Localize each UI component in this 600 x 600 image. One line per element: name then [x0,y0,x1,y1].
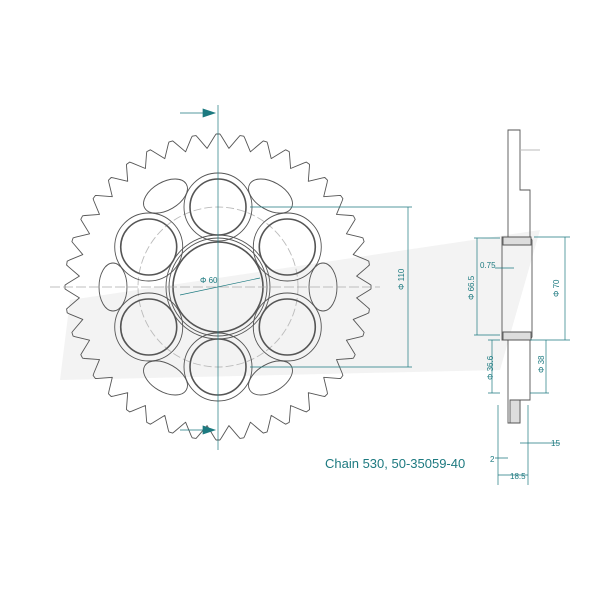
part-caption: Chain 530, 50-35059-40 [325,456,466,471]
dim-offset: 2 [490,455,495,464]
hole-ring [114,212,184,282]
dim-total-width: 18.5 [510,472,526,481]
lightening-hole [119,298,178,356]
dim-bore: Φ 60 [200,276,218,285]
dim-step-inner: Φ 36.6 [486,355,495,380]
top-section-arrow [180,108,217,118]
side-dimension-lines [474,236,570,485]
hole-ring [252,292,322,362]
dim-hub-outer: Φ 70 [552,279,561,297]
spoke-cutout [248,178,293,214]
side-view [501,129,540,424]
hole-ring [114,292,184,362]
spoke-cutout [143,360,188,396]
dim-bolt-circle: Φ 110 [397,268,406,290]
lightening-hole [258,218,317,276]
dim-hub-recess: Φ 66.5 [467,275,476,300]
dim-recess-depth: 0.75 [480,261,496,270]
lightening-hole [258,298,317,356]
bolt-circle-dim-line [250,206,412,368]
hole-ring [252,212,322,282]
front-view [64,133,372,441]
dim-tooth-width: 15 [551,439,560,448]
sprocket-teeth-outline [64,133,372,441]
lightening-hole [119,218,178,276]
watermark [60,230,540,380]
dim-step-outer: Φ 38 [537,355,546,373]
spoke-cutout [143,178,188,214]
spoke-cutout [248,360,293,396]
bottom-section-arrow [180,425,217,435]
bore-leader [179,277,261,296]
dimensions: Φ 60 Φ 110 Φ 66.5 0.75 Φ 70 Φ 36.6 Φ 38 … [50,105,570,485]
side-profile [501,129,533,424]
